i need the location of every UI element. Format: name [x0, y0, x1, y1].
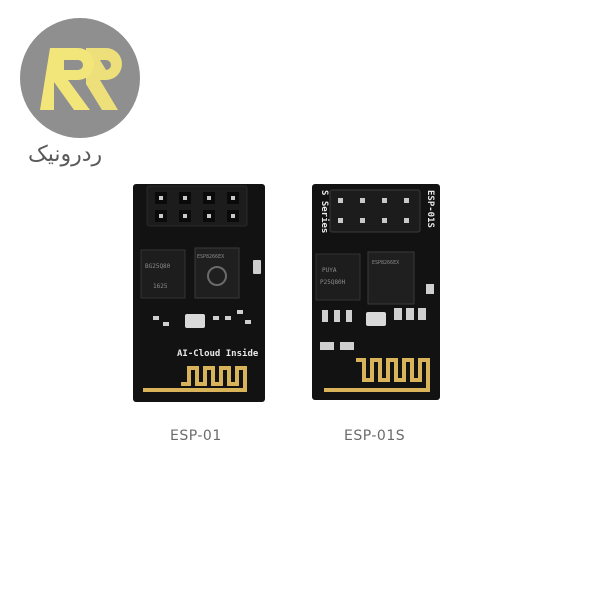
esp01s-caption: ESP-01S [344, 428, 406, 444]
esp01-board-graphic: BG25Q80 1625 ESP8266EX AI-Cloud Inside [133, 184, 265, 402]
flash-chip-label: BG25Q80 [145, 263, 171, 270]
silkscreen-text: AI-Cloud Inside [177, 348, 259, 359]
esp01-caption: ESP-01 [170, 428, 222, 444]
top-silkscreen: ESP-01S [425, 190, 435, 228]
pin-header [329, 189, 421, 233]
esp01s-board-graphic: S Series ESP-01S PUYA P25Q80H ESP8266EX [312, 184, 440, 400]
pin-header [146, 185, 248, 227]
logo-icon [20, 18, 140, 138]
mcu-label: ESP8266EX [197, 254, 224, 260]
flash-chip-code: P25Q80H [320, 279, 346, 286]
esp01-board: BG25Q80 1625 ESP8266EX AI-Cloud Inside [133, 184, 265, 402]
brand-logo [20, 18, 140, 138]
flash-chip-label: PUYA [322, 267, 337, 274]
esp01s-board: S Series ESP-01S PUYA P25Q80H ESP8266EX [312, 184, 440, 400]
brand-name: ردرونیک [28, 142, 103, 167]
flash-chip-code: 1625 [153, 283, 168, 290]
side-silkscreen: S Series [319, 190, 330, 233]
mcu-label: ESP8266EX [372, 260, 399, 266]
